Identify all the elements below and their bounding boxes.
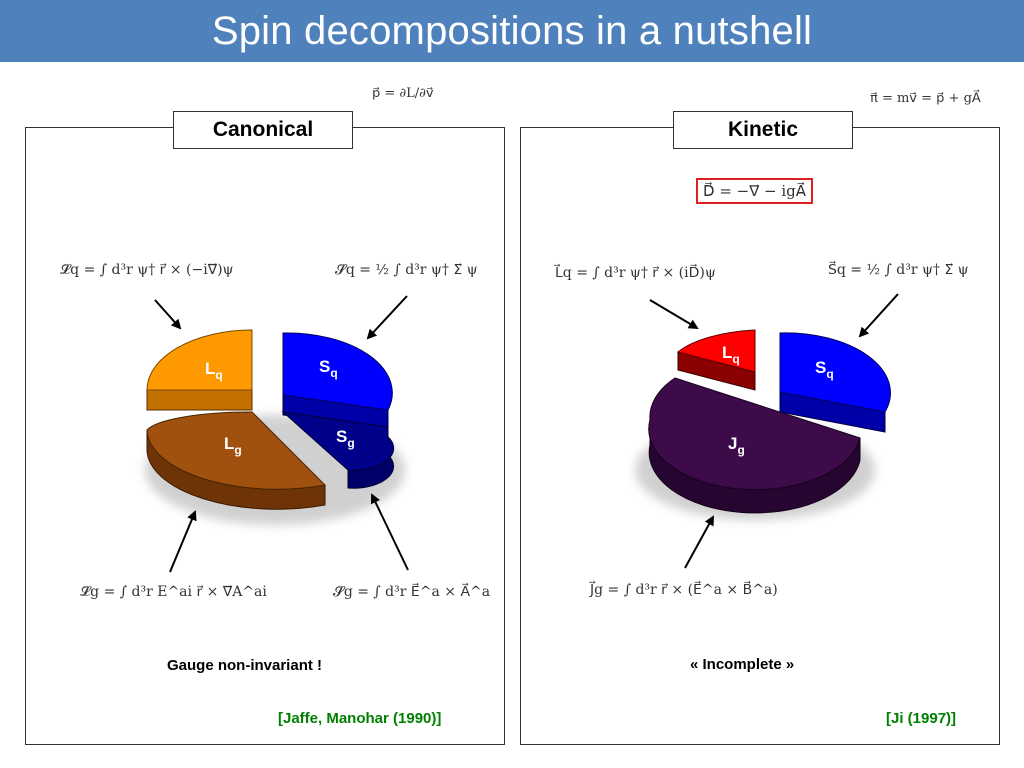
canonical-pie: [145, 329, 405, 525]
formula-canonical-Sg: 𝓢⃗g = ∫ d³r E⃗^a × A⃗^a: [333, 584, 491, 600]
slice-kinetic-Lq: [676, 329, 756, 391]
slice-canonical-Lg: [146, 411, 327, 510]
slide-title: Spin decompositions in a nutshell: [211, 8, 813, 53]
title-bar: Spin decompositions in a nutshell: [0, 0, 1024, 62]
label-canonical-Lg: Lg: [224, 434, 242, 457]
arrow-canonical-Sq: [366, 295, 408, 340]
arrow-kinetic-Jg: [684, 515, 714, 569]
label-kinetic-Lq: Lq: [722, 343, 740, 366]
label-canonical-Sq: Sq: [319, 357, 338, 380]
canonical-citation: [Jaffe, Manohar (1990)]: [278, 710, 442, 727]
label-canonical-Lq: Lq: [205, 359, 223, 382]
arrow-canonical-Lq: [154, 299, 182, 330]
slice-kinetic-Sq: [779, 332, 891, 433]
arrows: [154, 293, 899, 573]
label-kinetic-Jg: Jg: [728, 434, 745, 457]
canonical-note: Gauge non-invariant !: [167, 657, 323, 674]
formula-kinetic-Lq: L⃗q = ∫ d³r ψ† r⃗ × (iD⃗)ψ: [555, 265, 716, 281]
formula-canonical-Sq: 𝓢⃗q = ½ ∫ d³r ψ† Σ⃗ ψ: [335, 262, 478, 278]
kinetic-citation: [Ji (1997)]: [886, 710, 957, 727]
label-canonical-Sg: Sg: [336, 427, 355, 450]
formula-canonical-Lq: 𝓛⃗q = ∫ d³r ψ† r⃗ × (−i∇⃗)ψ: [60, 262, 234, 278]
kinetic-note: « Incomplete »: [690, 656, 795, 673]
formula-kinetic-Sq: S⃗q = ½ ∫ d³r ψ† Σ⃗ ψ: [828, 262, 969, 278]
label-kinetic-Sq: Sq: [815, 358, 834, 381]
slice-canonical-Sg: [281, 411, 395, 489]
kinetic-pie: [635, 329, 891, 520]
slice-kinetic-Jg: [648, 377, 861, 514]
slice-canonical-Lq: [146, 329, 253, 411]
kinetic-momentum-definition: π⃗ = mv⃗ = p⃗ + gA⃗: [870, 91, 981, 106]
kinetic-label: Kinetic: [673, 111, 853, 149]
canonical-momentum-definition: p⃗ = ∂L/∂v⃗: [372, 86, 434, 101]
arrow-canonical-Sg: [370, 493, 409, 571]
covariant-derivative-box: D⃗ = −∇⃗ − igA⃗: [696, 178, 814, 204]
arrow-kinetic-Lq: [649, 299, 699, 330]
formula-kinetic-Jg: J⃗g = ∫ d³r r⃗ × (E⃗^a × B⃗^a): [590, 582, 778, 598]
canonical-label: Canonical: [173, 111, 353, 149]
formula-canonical-Lg: 𝓛⃗g = ∫ d³r E^ai r⃗ × ∇⃗A^ai: [80, 584, 267, 600]
arrow-canonical-Lg: [169, 510, 197, 573]
arrow-kinetic-Sq: [858, 293, 899, 338]
